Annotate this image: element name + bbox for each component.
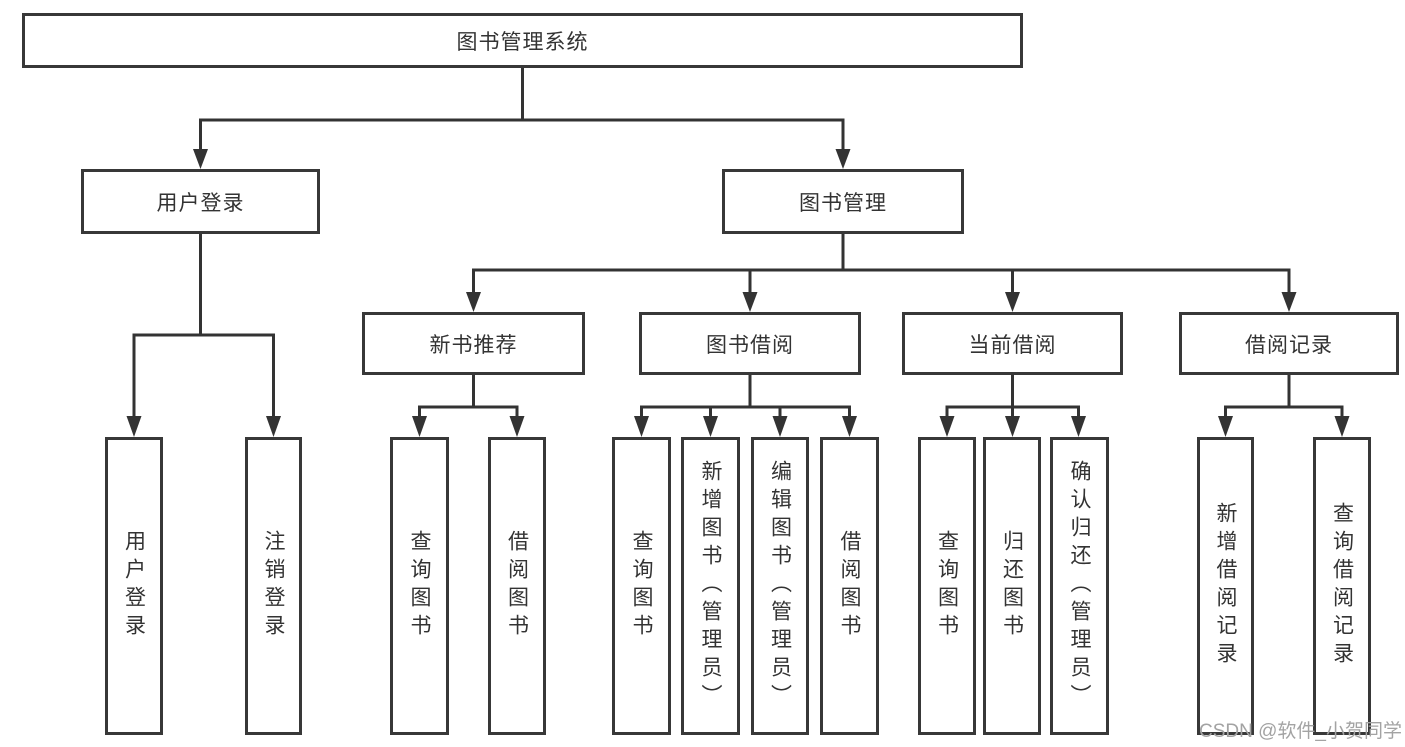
node-book-borrowing: 图书借阅 — [639, 312, 861, 375]
node-label: 查询图书 — [630, 530, 653, 642]
node-label: 图书借阅 — [706, 333, 794, 357]
node-borrowing-records: 借阅记录 — [1179, 312, 1399, 375]
node-label: 注销登录 — [262, 530, 285, 642]
node-label: 图书管理 — [799, 191, 887, 215]
node-leaf-query-books-2: 查询图书 — [612, 437, 671, 735]
node-label: 查询图书 — [408, 530, 431, 642]
node-label: 用户登录 — [156, 191, 245, 215]
node-new-book-recommend: 新书推荐 — [362, 312, 585, 375]
node-label: 借阅记录 — [1245, 333, 1333, 357]
node-label: 图书管理系统 — [456, 30, 589, 54]
node-label: 新增借阅记录 — [1214, 502, 1237, 670]
watermark: CSDN @软件_小贺同学 — [1199, 721, 1402, 742]
node-label: 查询借阅记录 — [1330, 502, 1354, 670]
node-leaf-edit-books-admin: 编辑图书（管理员） — [751, 437, 809, 735]
node-book-management-system: 图书管理系统 — [22, 13, 1023, 68]
node-leaf-user-login: 用户登录 — [105, 437, 163, 735]
node-leaf-borrow-books-1: 借阅图书 — [488, 437, 546, 735]
node-label: 用户登录 — [122, 530, 146, 642]
node-leaf-confirm-return-admin: 确认归还（管理员） — [1050, 437, 1109, 735]
node-leaf-add-borrow-record: 新增借阅记录 — [1197, 437, 1254, 735]
node-label: 新书推荐 — [429, 333, 518, 357]
node-leaf-query-books-1: 查询图书 — [390, 437, 449, 735]
node-leaf-add-books-admin: 新增图书（管理员） — [681, 437, 740, 735]
node-label: 借阅图书 — [505, 530, 529, 642]
node-label: 确认归还（管理员） — [1068, 460, 1091, 712]
node-label: 查询图书 — [935, 530, 959, 642]
node-user-login: 用户登录 — [81, 169, 320, 234]
node-label: 编辑图书（管理员） — [768, 460, 792, 712]
node-leaf-logout: 注销登录 — [245, 437, 302, 735]
node-label: 新增图书（管理员） — [699, 460, 722, 712]
node-current-borrowing: 当前借阅 — [902, 312, 1123, 375]
node-book-management: 图书管理 — [722, 169, 964, 234]
node-label: 借阅图书 — [838, 530, 861, 642]
node-leaf-query-books-3: 查询图书 — [918, 437, 976, 735]
node-leaf-return-books: 归还图书 — [983, 437, 1041, 735]
node-leaf-query-borrow-record: 查询借阅记录 — [1313, 437, 1371, 735]
node-leaf-borrow-books-2: 借阅图书 — [820, 437, 879, 735]
node-label: 归还图书 — [1000, 530, 1024, 642]
node-label: 当前借阅 — [968, 333, 1057, 357]
